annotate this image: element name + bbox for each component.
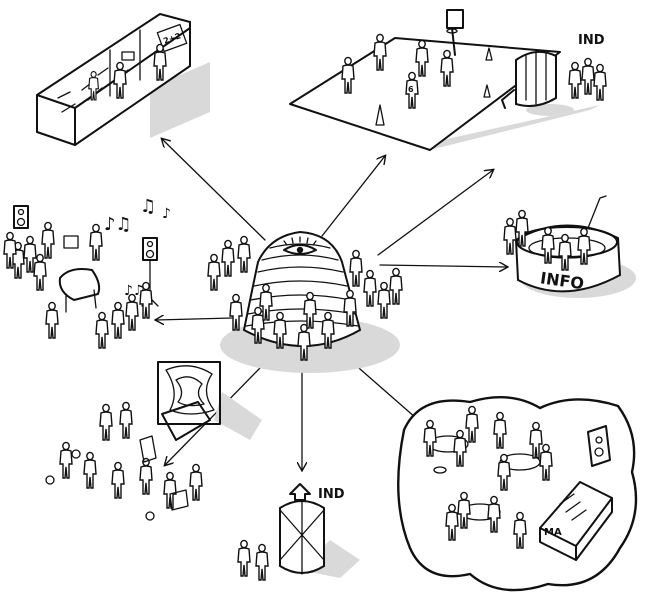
mao-desk-label: MA — [544, 527, 562, 538]
central-dome — [207, 230, 403, 373]
arrow-to-classroom — [162, 139, 266, 241]
classroom-building: 2+2 — [36, 13, 210, 146]
music-notes-icon: ♪♫ ♫ ♪ ♪♫ — [104, 196, 171, 299]
sports-field: 6 IND — [289, 9, 607, 151]
basketball-hoop-icon — [446, 9, 464, 56]
arrow-to-music-area — [156, 318, 233, 320]
info-ring-stand: INFO — [503, 195, 636, 298]
ind-booth-top — [501, 50, 574, 116]
mao-desk: MA — [539, 481, 613, 561]
art-area — [45, 361, 262, 521]
ind-booth-bottom: IND — [237, 483, 360, 581]
eye-icon — [283, 236, 317, 255]
svg-text:♫: ♫ — [140, 196, 156, 217]
svg-text:♪: ♪ — [162, 206, 171, 222]
arrow-to-arena-upper — [377, 170, 493, 256]
workshop-area: MA — [397, 396, 638, 592]
svg-text:♪♫: ♪♫ — [104, 214, 132, 235]
arrow-to-info-ring — [379, 265, 507, 267]
ind-label-top: IND — [578, 33, 605, 48]
arrow-to-art-area — [165, 367, 261, 465]
connection-arrows — [156, 139, 507, 470]
traffic-cone-icon — [375, 47, 493, 126]
music-area: ♪♫ ♫ ♪ ♪♫ — [3, 196, 171, 349]
up-arrow-icon — [289, 483, 311, 501]
jersey-number: 6 — [408, 85, 414, 94]
arrow-to-sports-field — [321, 156, 385, 237]
ind-label-bottom: IND — [318, 487, 345, 502]
